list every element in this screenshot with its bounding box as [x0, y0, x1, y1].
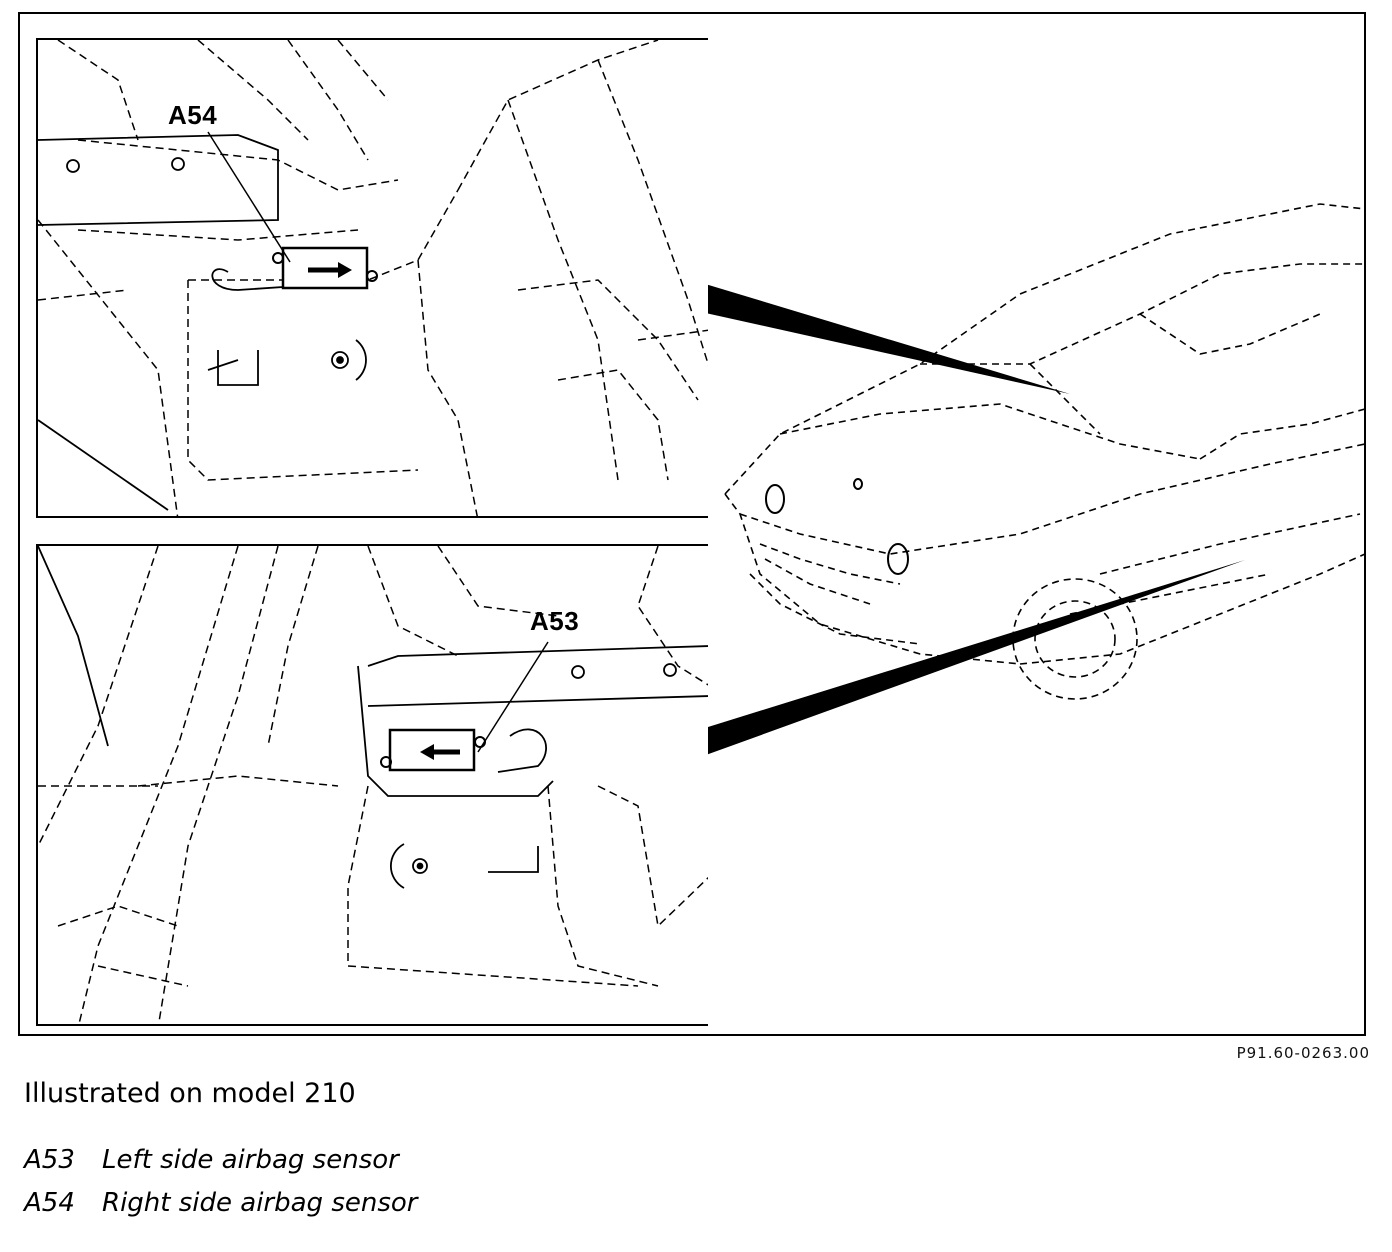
legend-code: A53: [24, 1145, 75, 1175]
figure-reference-code: P91.60-0263.00: [1236, 1044, 1370, 1062]
car-overview-illustration: [692, 203, 1366, 760]
legend-label: Right side airbag sensor: [102, 1188, 418, 1218]
detail-panel-right-side: A54: [36, 38, 708, 518]
legend-item: A54 Right side airbag sensor: [24, 1188, 417, 1218]
callout-a53: A53: [530, 606, 580, 636]
callout-a54: A54: [168, 100, 218, 130]
left-side-sensor-illustration: [38, 546, 708, 1024]
legend-label: Left side airbag sensor: [102, 1145, 399, 1175]
right-side-sensor-illustration: [38, 40, 708, 516]
detail-panel-left-side: A53: [36, 544, 708, 1026]
model-note: Illustrated on model 210: [24, 1078, 356, 1109]
legend-code: A54: [24, 1188, 75, 1218]
legend-item: A53 Left side airbag sensor: [24, 1145, 399, 1175]
diagram-figure: A54: [18, 12, 1366, 1036]
